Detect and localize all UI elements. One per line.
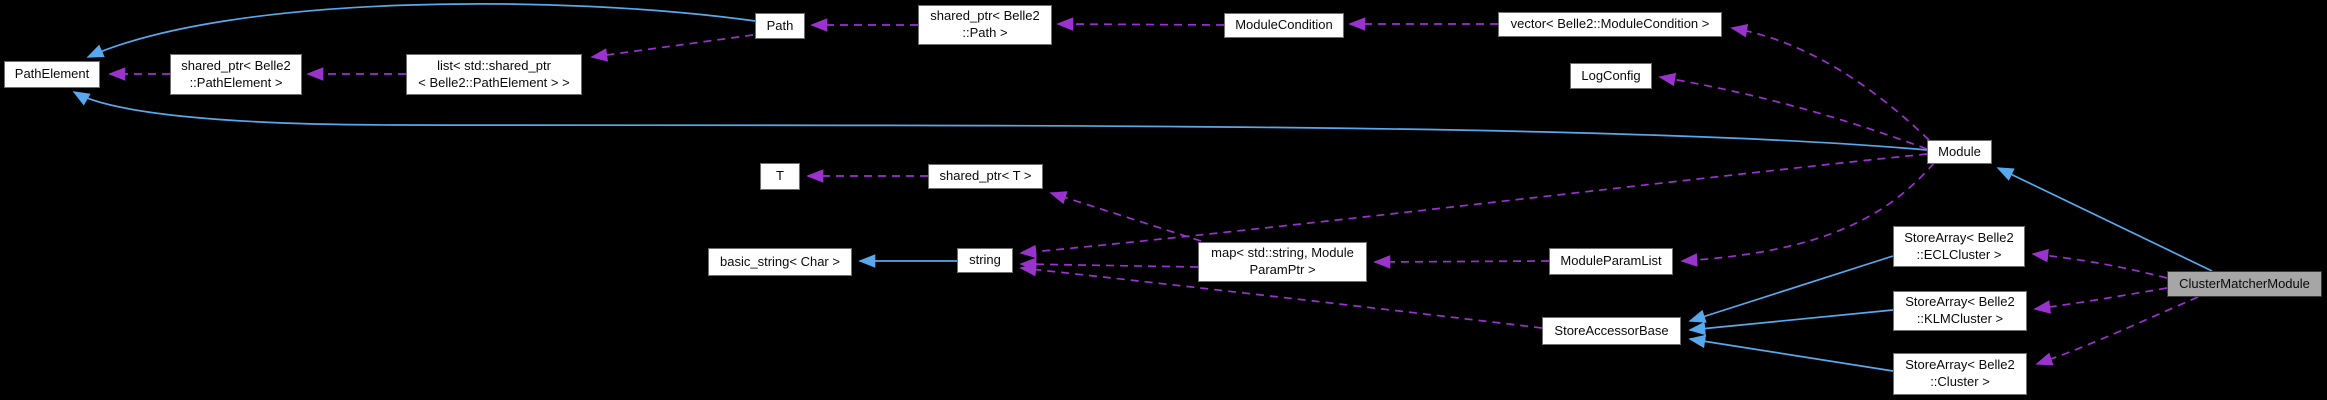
- node-sharedptr-t[interactable]: shared_ptr< T >: [928, 164, 1043, 189]
- node-string[interactable]: string: [957, 248, 1013, 273]
- node-map-moduleparamptr[interactable]: map< std::string, Module ParamPtr >: [1198, 242, 1367, 282]
- edge-ecl-to-storeaccessorbase: [1688, 255, 1894, 323]
- node-vector-modulecondition[interactable]: vector< Belle2::ModuleCondition >: [1498, 12, 1722, 37]
- node-storearray-cluster[interactable]: StoreArray< Belle2 ::Cluster >: [1893, 353, 2027, 395]
- node-list-sharedptr-pathelement[interactable]: list< std::shared_ptr < Belle2::PathElem…: [406, 54, 582, 95]
- edge-path-to-list: [590, 34, 754, 62]
- node-logconfig[interactable]: LogConfig: [1570, 63, 1652, 89]
- node-sharedptr-path[interactable]: shared_ptr< Belle2 ::Path >: [918, 5, 1052, 45]
- edge-cluster-to-storeaccessorbase: [1688, 334, 1894, 372]
- node-modulecondition[interactable]: ModuleCondition: [1224, 13, 1344, 38]
- node-storeaccessorbase[interactable]: StoreAccessorBase: [1542, 317, 1681, 345]
- edge-clustermatcher-to-module: [1996, 167, 2213, 272]
- edge-module-to-pathelement: [72, 91, 1928, 151]
- edge-modulecondition-to-sptrpath: [1056, 17, 1225, 31]
- edge-clustermatcher-to-klm: [2033, 287, 2168, 314]
- node-sharedptr-pathelement[interactable]: shared_ptr< Belle2 ::PathElement >: [170, 54, 302, 95]
- edge-module-to-moduleparamlist: [1680, 162, 1935, 267]
- edge-storeaccessorbase-to-string: [1019, 262, 1543, 329]
- node-storearray-klmcluster[interactable]: StoreArray< Belle2 ::KLMCluster >: [1893, 291, 2027, 331]
- node-storearray-eclcluster[interactable]: StoreArray< Belle2 ::ECLCluster >: [1893, 226, 2025, 267]
- edge-moduleparamlist-to-map: [1373, 255, 1550, 269]
- edge-path-to-pathelement: [86, 3, 756, 58]
- node-path[interactable]: Path: [755, 13, 805, 39]
- edge-clustermatcher-to-cluster: [2035, 296, 2199, 366]
- edge-map-to-string: [1019, 257, 1199, 272]
- edge-map-to-sptrt: [1049, 191, 1202, 242]
- node-pathelement[interactable]: PathElement: [4, 61, 100, 88]
- edge-clustermatcher-to-ecl: [2031, 248, 2168, 279]
- edge-module-to-logconfig: [1658, 72, 1928, 150]
- node-module[interactable]: Module: [1927, 140, 1992, 164]
- edge-klm-to-storeaccessorbase: [1688, 309, 1894, 336]
- edge-module-to-vector: [1730, 23, 1930, 141]
- node-t[interactable]: T: [760, 163, 800, 190]
- edge-module-to-string: [1019, 153, 1928, 259]
- node-basic-string[interactable]: basic_string< Char >: [708, 248, 852, 276]
- node-moduleparamlist[interactable]: ModuleParamList: [1549, 248, 1673, 275]
- node-clustermatchermodule: ClusterMatcherModule: [2167, 271, 2322, 297]
